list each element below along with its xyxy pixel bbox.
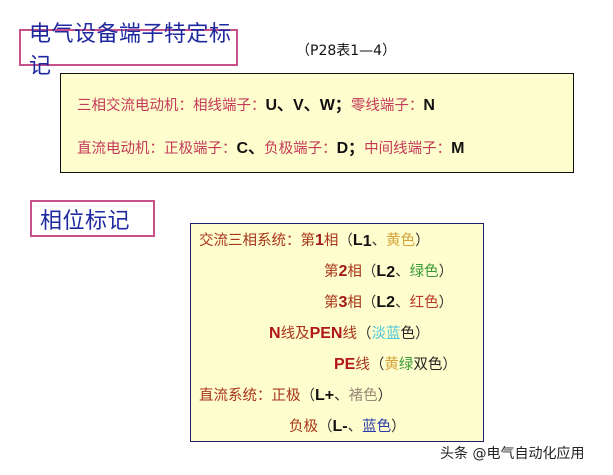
paren-open: （ (369, 357, 385, 373)
phase-suffix: 相 (347, 295, 362, 311)
dc-negative-row: 负极（L-、蓝色） (289, 415, 406, 436)
three-phase-motor-line: 三相交流电动机：相线端子：U、V、W；零线端子：N (77, 91, 435, 115)
negative-code: L- (332, 418, 348, 435)
phase-3-row: 第3相（L2、红色） (324, 291, 453, 312)
paren-close: ） (377, 388, 393, 404)
color-name: 淡蓝 (371, 326, 401, 342)
section-title-text: 相位标记 (40, 208, 131, 234)
paren-close: ） (438, 295, 454, 311)
phase-prefix: 第 (300, 233, 316, 249)
phase-1-row: 交流三相系统：第1相（L1、黄色） (199, 229, 430, 250)
paren-close: ） (414, 326, 430, 342)
line-suffix: 线 (355, 357, 370, 373)
positive-terminal-label: 正极端子： (164, 141, 237, 157)
paren-close: ） (391, 419, 406, 435)
neutral-mid-text: 线及 (280, 326, 310, 342)
paren-close: ） (438, 264, 454, 280)
dc-system-label: 直流系统： (199, 388, 272, 404)
phase-suffix: 相 (323, 233, 339, 249)
section-title-phase-marking: 相位标记 (30, 200, 155, 237)
phase-terminal-codes: U、V、W (265, 97, 335, 114)
separator: 、 (248, 140, 265, 157)
separator: 、 (347, 419, 363, 435)
positive-label: 正极 (271, 388, 301, 404)
terminal-marking-box: 三相交流电动机：相线端子：U、V、W；零线端子：N 直流电动机：正极端子：C、负… (60, 73, 574, 173)
paren-open: （ (356, 326, 372, 342)
phase-code: L (376, 263, 387, 280)
neutral-code: N (269, 325, 281, 342)
color-suffix: 双色 (413, 357, 443, 373)
pe-row: PE线（黄绿双色） (334, 353, 457, 374)
phase-number: 3 (338, 294, 348, 311)
paren-open: （ (300, 388, 316, 404)
watermark: 头条 @电气自动化应用 (440, 446, 585, 462)
color-name: 红色 (409, 295, 439, 311)
line-label: 三相交流电动机： (77, 98, 193, 114)
separator: ； (334, 97, 351, 114)
color-name: 褚色 (348, 388, 378, 404)
paren-open: （ (361, 295, 377, 311)
negative-terminal-label: 负极端子： (264, 141, 337, 157)
neutral-terminal-code: N (423, 97, 435, 114)
paren-open: （ (361, 264, 377, 280)
ac-system-label: 交流三相系统： (199, 233, 301, 249)
phase-marking-box: 交流三相系统：第1相（L1、黄色） 第2相（L2、绿色） 第3相（L2、红色） … (190, 223, 484, 442)
reference-note: （P28表1—4） (296, 43, 397, 59)
paren-close: ） (415, 233, 430, 249)
phase-code: L2 (376, 294, 396, 311)
phase-number: 2 (338, 263, 348, 280)
middle-terminal-code: M (451, 140, 465, 157)
dc-positive-row: 直流系统：正极（L+、褚色） (199, 384, 392, 405)
color-suffix: 色 (400, 326, 415, 342)
negative-terminal-code: D (336, 140, 349, 157)
color-yellow: 黄 (384, 357, 399, 373)
pe-code: PE (334, 356, 356, 373)
negative-label: 负极 (289, 419, 318, 435)
positive-terminal-code: C (236, 140, 249, 157)
phase-prefix: 第 (324, 295, 339, 311)
phase-number: 1 (315, 232, 324, 249)
color-name: 黄色 (386, 233, 416, 249)
section-title-text: 电气设备端子特定标记 (29, 21, 232, 79)
phase-code: L (352, 232, 363, 249)
neutral-row: N线及PEN线（淡蓝色） (269, 322, 429, 343)
phase-suffix: 相 (347, 264, 362, 280)
separator: 、 (371, 233, 387, 249)
phase-code-subscript: 2 (386, 264, 396, 281)
paren-open: （ (318, 419, 333, 435)
neutral-terminal-label: 零线端子： (350, 98, 424, 114)
color-name: 绿色 (409, 264, 439, 280)
phase-code-subscript: 1 (362, 233, 372, 250)
positive-code: L+ (315, 387, 335, 404)
paren-close: ） (442, 357, 457, 373)
separator: 、 (395, 295, 410, 311)
dc-motor-line: 直流电动机：正极端子：C、负极端子：D；中间线端子：M (77, 134, 464, 158)
phase-prefix: 第 (324, 264, 339, 280)
line-label: 直流电动机： (77, 141, 164, 157)
section-title-terminal-marking: 电气设备端子特定标记 (19, 22, 238, 79)
separator: 、 (395, 264, 410, 280)
paren-open: （ (338, 233, 353, 249)
separator: 、 (334, 388, 349, 404)
phase-2-row: 第2相（L2、绿色） (324, 260, 453, 281)
color-name: 蓝色 (362, 419, 392, 435)
middle-terminal-label: 中间线端子： (364, 141, 452, 157)
phase-terminal-label: 相线端子： (193, 98, 266, 114)
pen-code: PEN (309, 325, 343, 342)
line-suffix: 线 (342, 326, 357, 342)
color-green: 绿 (398, 357, 414, 373)
separator: ； (348, 140, 365, 157)
